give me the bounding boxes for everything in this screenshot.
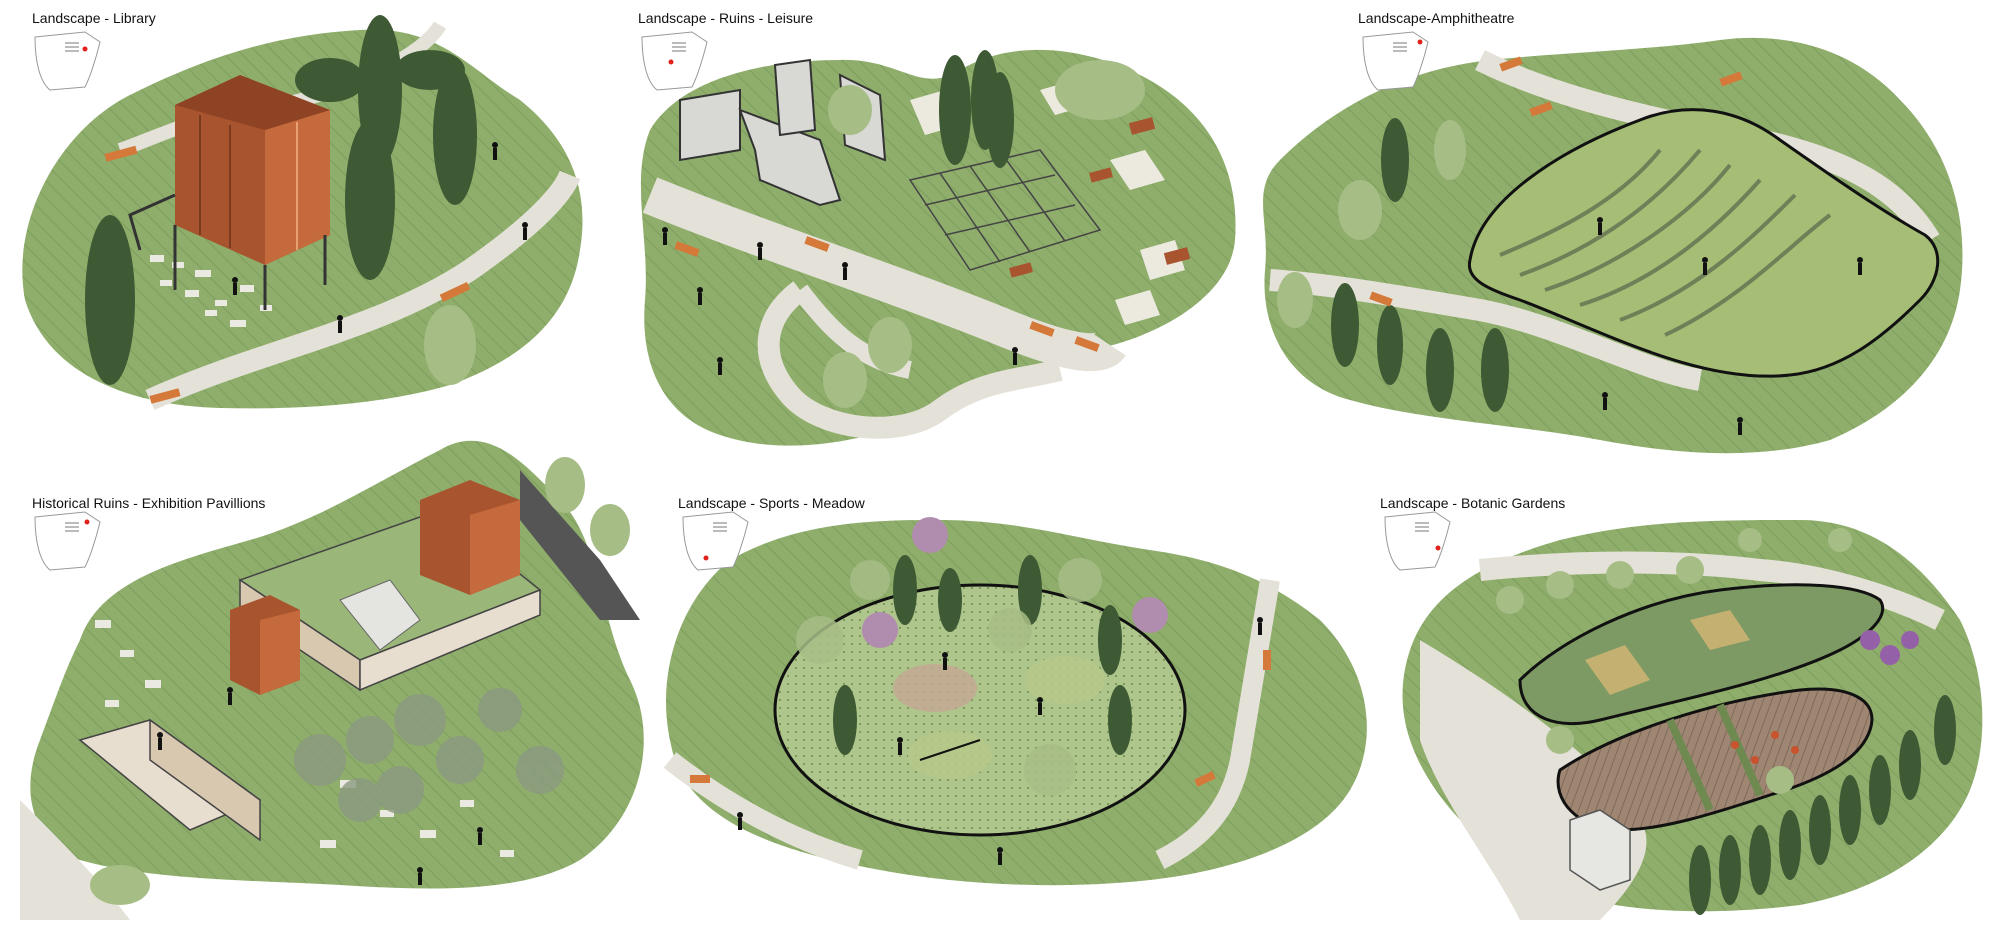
amphitheatre-bowl: [1467, 108, 1940, 378]
amphitheatre-trees: [1331, 118, 1509, 412]
play-circle-1: [893, 664, 977, 712]
botanic-pavilion: [1569, 809, 1631, 891]
library-path: [145, 170, 581, 411]
amphitheatre-terraces: [1499, 148, 1832, 337]
key-map-leisure: [641, 31, 708, 91]
panel-amphitheatre: [1263, 37, 1963, 454]
library-trees: [85, 15, 477, 385]
panel-ruins-leisure: [640, 49, 1236, 446]
pavilion-small: [230, 595, 300, 695]
play-circle-3: [908, 731, 992, 779]
location-marker: [82, 46, 88, 52]
panel-historical-ruins: [20, 440, 644, 920]
key-map-amphitheatre: [1362, 31, 1429, 91]
pergola: [908, 149, 1102, 271]
pavilion-large: [420, 480, 520, 595]
panel-title-library: Landscape - Library: [32, 10, 156, 26]
play-circle-2: [1025, 656, 1105, 704]
panel-library: [22, 15, 583, 411]
location-marker: [703, 555, 709, 561]
botanic-trees: [1689, 695, 1956, 915]
ruin-walls: [679, 58, 887, 207]
location-marker: [668, 59, 674, 65]
panel-title-sports-meadow: Landscape - Sports - Meadow: [678, 495, 865, 511]
panel-botanic-gardens: [1402, 520, 1983, 920]
meadow-trees: [833, 555, 1132, 755]
key-map-botanic-gardens: [1384, 511, 1451, 571]
panel-title-botanic-gardens: Landscape - Botanic Gardens: [1380, 495, 1566, 511]
panel-title-amphitheatre: Landscape-Amphitheatre: [1358, 10, 1515, 26]
location-marker: [1417, 39, 1423, 45]
location-marker: [1435, 545, 1441, 551]
key-map-sports-meadow: [682, 511, 749, 571]
ruins-grove: [294, 688, 564, 822]
key-map-library: [34, 31, 101, 91]
key-map-historical-ruins: [34, 511, 101, 571]
panel-title-historical-ruins: Historical Ruins - Exhibition Pavillions: [32, 495, 266, 511]
panel-title-ruins-leisure: Landscape - Ruins - Leisure: [638, 10, 814, 26]
leisure-main-path: [642, 177, 1126, 372]
leisure-trees: [939, 50, 1014, 168]
panel-sports-meadow: [663, 517, 1367, 886]
location-marker: [84, 519, 90, 525]
